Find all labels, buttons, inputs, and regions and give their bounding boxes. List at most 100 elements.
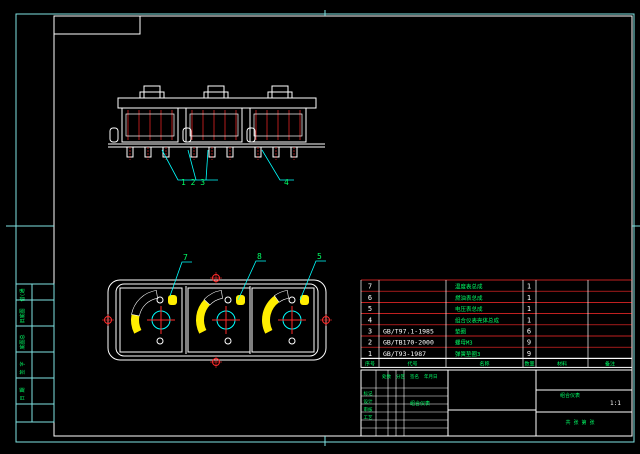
terminal-screw bbox=[224, 296, 232, 304]
parts-row-no: 5 bbox=[368, 305, 372, 313]
side-strip-label: 底图总 bbox=[19, 334, 26, 349]
parts-row-no: 4 bbox=[368, 316, 372, 324]
parts-row-qty: 9 bbox=[527, 339, 531, 347]
parts-header-cell: 名称 bbox=[479, 360, 489, 367]
gauge-scale-arc bbox=[273, 290, 289, 303]
parts-row-name: 螺母M3 bbox=[455, 339, 473, 347]
parts-row-no: 1 bbox=[368, 350, 372, 358]
terminal-base bbox=[267, 91, 293, 99]
gauge-face bbox=[187, 287, 251, 353]
housing-inner bbox=[189, 113, 239, 137]
balloon-labels: 1 2 3 4 7 8 5 bbox=[181, 178, 322, 262]
warning-lamp bbox=[300, 295, 309, 305]
balloon-4: 4 bbox=[284, 178, 289, 187]
parts-row-qty: 1 bbox=[527, 294, 531, 302]
gauge-window bbox=[251, 287, 315, 353]
leader-2 bbox=[187, 149, 197, 181]
gauge-window bbox=[119, 287, 183, 353]
assembly-side-view bbox=[108, 85, 325, 181]
parts-row-code: GB/T97.1-1985 bbox=[383, 328, 434, 336]
title-block-border bbox=[360, 369, 633, 437]
parts-row-no: 2 bbox=[368, 339, 372, 347]
gauge-housing bbox=[185, 107, 243, 143]
parts-row-name: 电压表总成 bbox=[455, 305, 483, 313]
side-strip-label: 日 期 bbox=[20, 387, 26, 400]
parts-row-name: 温度表总成 bbox=[455, 283, 483, 291]
gauge-face bbox=[119, 287, 183, 353]
side-strip-label: 借(通 bbox=[19, 288, 26, 301]
side-strip-border bbox=[15, 283, 55, 423]
parts-row-qty: 1 bbox=[527, 283, 531, 291]
gauge-window bbox=[187, 287, 251, 353]
parts-header-cell: 数量 bbox=[524, 360, 534, 367]
parts-row-qty: 1 bbox=[527, 305, 531, 313]
parts-header-row bbox=[360, 357, 633, 368]
title-block-sign-label: 签名 bbox=[410, 373, 419, 380]
sheet-frame bbox=[6, 10, 640, 446]
leader-1-2-3 bbox=[161, 149, 218, 181]
gauge-housing bbox=[121, 107, 179, 143]
drawing-scale: 1:1 bbox=[610, 400, 621, 407]
housing-inner bbox=[253, 113, 303, 137]
parts-row-no: 6 bbox=[368, 294, 372, 302]
title-block: 标记设计审核工艺处数分区签名年月日组合仪表组合仪表1:1共 张 第 张 bbox=[360, 369, 633, 437]
warning-lamp bbox=[168, 295, 177, 305]
leader-5 bbox=[299, 260, 326, 301]
balloon-7: 7 bbox=[183, 253, 188, 262]
parts-header-cell: 备注 bbox=[605, 360, 615, 367]
parts-row-code: GB/TB170-2000 bbox=[383, 339, 434, 347]
parts-row-no: 7 bbox=[368, 283, 372, 291]
leader-3 bbox=[205, 149, 209, 181]
parts-row-no: 3 bbox=[368, 328, 372, 336]
gauge-panel-front-view bbox=[102, 260, 332, 368]
gauge-scale-arc bbox=[131, 290, 158, 317]
leader-8 bbox=[237, 260, 266, 301]
title-block-sign-label: 处数 bbox=[382, 373, 391, 380]
leader-7 bbox=[169, 261, 192, 297]
terminal-screw bbox=[156, 296, 164, 304]
assembly-top-rail bbox=[117, 97, 317, 109]
side-strip-label: 旧底图 bbox=[19, 308, 26, 323]
panel-inner-outline bbox=[115, 283, 319, 357]
parts-row-name: 燃油表总成 bbox=[455, 294, 483, 302]
title-block-label: 标记 bbox=[364, 390, 373, 397]
terminal-screw bbox=[156, 337, 164, 345]
title-block-label: 审核 bbox=[364, 406, 373, 413]
title-block-name: 组合仪表 bbox=[410, 400, 430, 407]
terminal-screw bbox=[288, 296, 296, 304]
warning-lamp bbox=[236, 295, 245, 305]
gauge-fill-arc bbox=[196, 299, 210, 334]
balloon-1-2-3: 1 2 3 bbox=[181, 178, 205, 187]
parts-row-name: 垫圈 bbox=[455, 328, 467, 336]
title-block-label: 工艺 bbox=[364, 415, 373, 421]
sheet-count-label: 共 张 第 张 bbox=[565, 419, 594, 426]
lamp-socket bbox=[182, 127, 192, 143]
terminal-screw bbox=[288, 337, 296, 345]
gauge-face bbox=[251, 287, 315, 353]
balloon-8: 8 bbox=[257, 252, 262, 261]
parts-header-cell: 代号 bbox=[407, 360, 417, 367]
drawing-title: 组合仪表 bbox=[560, 392, 580, 399]
lamp-socket bbox=[109, 127, 119, 143]
gauge-unit-side bbox=[249, 85, 307, 160]
terminal-base bbox=[203, 91, 229, 99]
parts-row-qty: 6 bbox=[527, 328, 531, 336]
parts-row-name: 弹簧垫圈3 bbox=[455, 350, 480, 358]
parts-header-cell: 序号 bbox=[365, 360, 375, 367]
title-block-sign-label: 年月日 bbox=[424, 373, 438, 380]
gauge-unit-side bbox=[185, 85, 243, 160]
balloon-5: 5 bbox=[317, 252, 322, 261]
outer-border bbox=[15, 13, 635, 443]
title-block-label: 设计 bbox=[364, 398, 373, 405]
parts-row-qty: 1 bbox=[527, 316, 531, 324]
code-box bbox=[53, 15, 141, 35]
terminal-base bbox=[139, 91, 165, 99]
title-block-sign-label: 分区 bbox=[396, 373, 405, 380]
leader-4 bbox=[261, 149, 294, 181]
gauge-fill-arc bbox=[262, 295, 280, 334]
side-strip-label: 签 字 bbox=[19, 361, 26, 374]
lamp-socket bbox=[246, 127, 256, 143]
parts-row-qty: 9 bbox=[527, 350, 531, 358]
